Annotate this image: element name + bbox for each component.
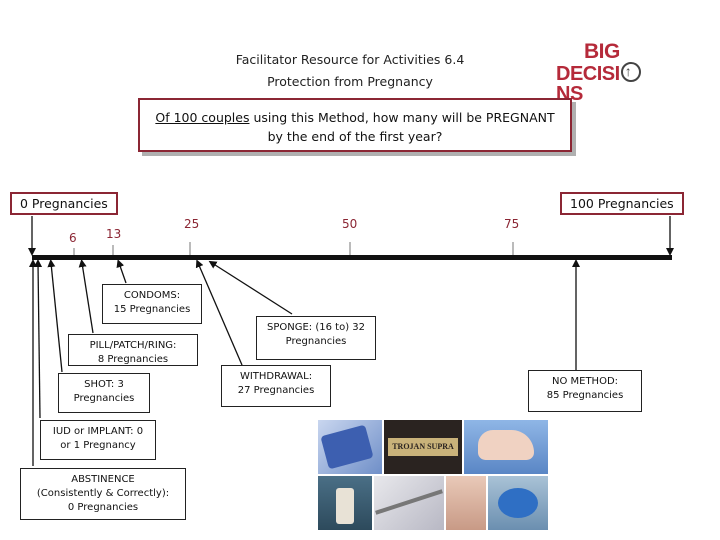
implant-photo <box>446 476 486 530</box>
pill-box: PILL/PATCH/RING: 8 Pregnancies <box>68 334 198 366</box>
resource-subtitle: Protection from Pregnancy <box>267 74 433 89</box>
abstinence-title: ABSTINENCE <box>71 474 135 485</box>
hand-shape <box>478 430 534 460</box>
tick-label-75: 75 <box>504 217 520 231</box>
diaphragm-photo <box>488 476 548 530</box>
logo-line1: BIG <box>584 40 620 63</box>
pill-title: PILL/PATCH/RING: <box>89 340 177 351</box>
shot-arrow <box>47 259 63 373</box>
question-line1: Of 100 couples using this Method, how ma… <box>140 108 570 127</box>
no-method-title: NO METHOD: <box>551 376 619 387</box>
sponge-value: Pregnancies <box>285 336 347 347</box>
pill-pack-shape <box>320 424 374 470</box>
withdrawal-arrow <box>195 259 243 366</box>
condoms-title: CONDOMS: <box>123 290 181 301</box>
brand-name-1: TROJAN <box>392 442 426 451</box>
condoms-arrow <box>116 259 127 284</box>
injection-photo <box>318 476 372 530</box>
contraceptive-photo-collage: TROJAN SUPRA <box>318 420 548 530</box>
logo-line2: DECISINS <box>556 61 666 104</box>
iud-value: or 1 Pregnancy <box>60 440 136 451</box>
question-box: Of 100 couples using this Method, how ma… <box>138 98 572 152</box>
shot-title: SHOT: 3 <box>84 379 124 390</box>
iud-arrow <box>34 259 43 419</box>
tick-label-25: 25 <box>184 217 200 231</box>
question-line1-rest: using this Method, how many will be PREG… <box>249 110 555 125</box>
pill-pack-photo <box>318 420 382 474</box>
abstinence-qualifier: (Consistently & Correctly): <box>36 488 170 499</box>
shot-value: Pregnancies <box>73 393 135 404</box>
pill-arrow <box>78 259 94 334</box>
brand-name-2: SUPRA <box>427 442 454 451</box>
condom-box-photo: TROJAN SUPRA <box>384 420 462 474</box>
logo-text-left: DECISI <box>556 63 620 85</box>
ring-photo <box>464 420 548 474</box>
tick-label-50: 50 <box>342 217 358 231</box>
condoms-box: CONDOMS: 15 Pregnancies <box>102 284 202 324</box>
big-decisions-logo: BIG DECISINS <box>556 40 666 104</box>
up-arrow-icon <box>620 61 641 82</box>
tick-label-6: 6 <box>69 231 77 245</box>
withdrawal-box: WITHDRAWAL: 27 Pregnancies <box>221 365 331 407</box>
withdrawal-title: WITHDRAWAL: <box>239 371 313 382</box>
no-method-box: NO METHOD: 85 Pregnancies <box>528 370 642 412</box>
scale-bar <box>32 255 672 260</box>
sponge-arrow <box>208 260 293 315</box>
tick-label-13: 13 <box>106 227 122 241</box>
syringe-photo <box>374 476 444 530</box>
condoms-value: 15 Pregnancies <box>113 304 191 315</box>
no-method-value: 85 Pregnancies <box>546 390 624 401</box>
abstinence-box: ABSTINENCE (Consistently & Correctly): 0… <box>20 468 186 520</box>
condom-brand-label: TROJAN SUPRA <box>388 438 458 456</box>
shot-box: SHOT: 3 Pregnancies <box>58 373 150 413</box>
syringe-shape <box>375 489 443 515</box>
sponge-title: SPONGE: (16 to) 32 <box>267 322 365 333</box>
sponge-box: SPONGE: (16 to) 32 Pregnancies <box>256 316 376 360</box>
resource-title: Facilitator Resource for Activities 6.4 <box>235 52 465 67</box>
question-underlined: Of 100 couples <box>155 110 250 125</box>
vial-shape <box>336 488 354 524</box>
iud-box: IUD or IMPLANT: 0 or 1 Pregnancy <box>40 420 156 460</box>
iud-title: IUD or IMPLANT: 0 <box>52 426 144 437</box>
zero-pregnancies-label: 0 Pregnancies <box>10 192 118 215</box>
question-line2: by the end of the first year? <box>267 129 443 144</box>
withdrawal-value: 27 Pregnancies <box>237 385 315 396</box>
pill-value: 8 Pregnancies <box>97 354 169 365</box>
diaphragm-case-shape <box>498 488 538 518</box>
abstinence-value: 0 Pregnancies <box>67 502 139 513</box>
hundred-pregnancies-label: 100 Pregnancies <box>560 192 684 215</box>
